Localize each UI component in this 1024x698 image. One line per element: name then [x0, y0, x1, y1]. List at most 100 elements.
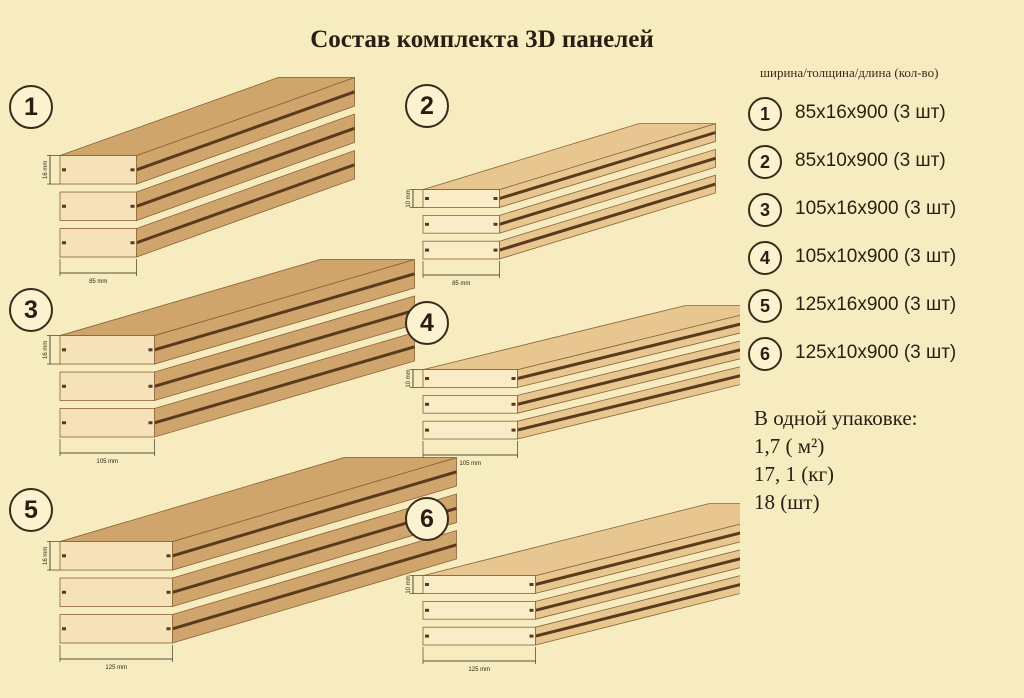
- thickness-label: 16 mm: [43, 161, 49, 179]
- board: [59, 331, 415, 438]
- panel-stack-2: 10 mm 85 mm: [406, 123, 716, 287]
- board-notch-left: [62, 590, 66, 594]
- board-notch-right: [493, 222, 498, 226]
- board-front: [422, 394, 518, 414]
- board: [59, 259, 415, 365]
- legend-text: 125x16x900 (3 шт): [795, 294, 957, 315]
- board-notch-right: [511, 402, 516, 406]
- legend-item-6: 6 125x10x900 (3 шт): [748, 337, 1018, 371]
- board-groove: [172, 470, 457, 558]
- board-notch-left: [62, 554, 66, 558]
- board: [422, 575, 740, 646]
- board-groove: [135, 163, 356, 245]
- board: [422, 148, 716, 234]
- board-groove: [535, 531, 740, 586]
- legend-number: 2: [748, 145, 782, 179]
- board-front: [59, 408, 155, 438]
- panel-number-3: 3: [9, 288, 53, 332]
- page-title: Состав комплекта 3D панелей: [310, 26, 654, 53]
- board-front: [59, 191, 137, 221]
- board-notch-right: [148, 384, 153, 388]
- board-front: [59, 228, 137, 258]
- board: [59, 457, 457, 571]
- panel-number-1: 1: [9, 85, 53, 129]
- legend-item-3: 3 105x16x900 (3 шт): [748, 193, 1018, 227]
- board-notch-left: [62, 421, 66, 425]
- board-notch-right: [511, 428, 516, 432]
- board-groove: [517, 374, 740, 432]
- panel-number-6: 6: [405, 497, 449, 541]
- board-notch-left: [425, 197, 429, 200]
- board: [59, 113, 356, 222]
- board-notch-right: [166, 554, 171, 558]
- legend-item-4: 4 105x10x900 (3 шт): [748, 241, 1018, 275]
- board-notch-right: [493, 197, 498, 200]
- board-notch-right: [130, 204, 135, 208]
- board: [59, 76, 356, 185]
- panel-number-2: 2: [405, 84, 449, 128]
- panel-stack-3: 16 mm 105 mm: [43, 259, 415, 465]
- width-label: 85 mm: [452, 281, 470, 287]
- board-groove: [172, 543, 457, 631]
- board-notch-left: [62, 627, 66, 631]
- board-front: [59, 577, 173, 607]
- board-notch-right: [529, 608, 534, 612]
- board-notch-left: [62, 168, 66, 172]
- board: [422, 174, 716, 260]
- board-front: [59, 335, 155, 365]
- legend-text: 105x10x900 (3 шт): [795, 246, 957, 267]
- board-notch-right: [529, 634, 534, 638]
- board-front: [59, 371, 155, 401]
- board-front: [422, 189, 500, 208]
- width-label: 125 mm: [468, 667, 490, 673]
- board-notch-left: [62, 384, 66, 388]
- board-notch-left: [425, 248, 429, 252]
- width-label: 125 mm: [105, 665, 127, 671]
- board-notch-left: [62, 348, 66, 352]
- board-notch-left: [425, 583, 429, 586]
- thickness-label: 10 mm: [406, 369, 412, 387]
- thickness-label: 10 mm: [406, 189, 412, 207]
- board-front: [422, 369, 518, 388]
- board: [422, 503, 740, 594]
- legend-header: ширина/толщина/длина (кол-во): [760, 65, 939, 80]
- board-notch-left: [425, 377, 429, 380]
- board-groove: [135, 126, 356, 208]
- board-groove: [154, 272, 415, 352]
- board-groove: [517, 322, 740, 380]
- legend-number: 5: [748, 289, 782, 323]
- board-notch-left: [62, 241, 66, 245]
- board-notch-left: [62, 204, 66, 208]
- board-notch-left: [425, 608, 429, 612]
- board: [422, 549, 740, 620]
- board-groove: [499, 156, 716, 226]
- board-groove: [535, 557, 740, 612]
- board: [422, 123, 716, 208]
- package-area: 1,7 ( м²): [754, 434, 825, 458]
- thickness-label: 16 mm: [43, 341, 49, 359]
- panel-number-5: 5: [9, 488, 53, 532]
- legend-number: 1: [748, 97, 782, 131]
- legend-text: 85x16x900 (3 шт): [795, 102, 946, 123]
- board-front: [422, 214, 500, 234]
- thickness-label: 16 mm: [43, 547, 49, 565]
- board-notch-right: [130, 241, 135, 245]
- board-notch-right: [529, 583, 534, 586]
- board: [422, 340, 740, 414]
- board-notch-right: [148, 348, 153, 352]
- board: [59, 149, 356, 258]
- package-weight: 17, 1 (кг): [754, 462, 835, 486]
- board-notch-right: [511, 377, 516, 380]
- board-front: [59, 541, 173, 571]
- board: [59, 493, 457, 608]
- legend-item-5: 5 125x16x900 (3 шт): [748, 289, 1018, 323]
- width-label: 105 mm: [96, 459, 118, 465]
- board-notch-right: [166, 627, 171, 631]
- board: [59, 529, 457, 644]
- board-notch-left: [425, 634, 429, 638]
- board-groove: [535, 583, 740, 638]
